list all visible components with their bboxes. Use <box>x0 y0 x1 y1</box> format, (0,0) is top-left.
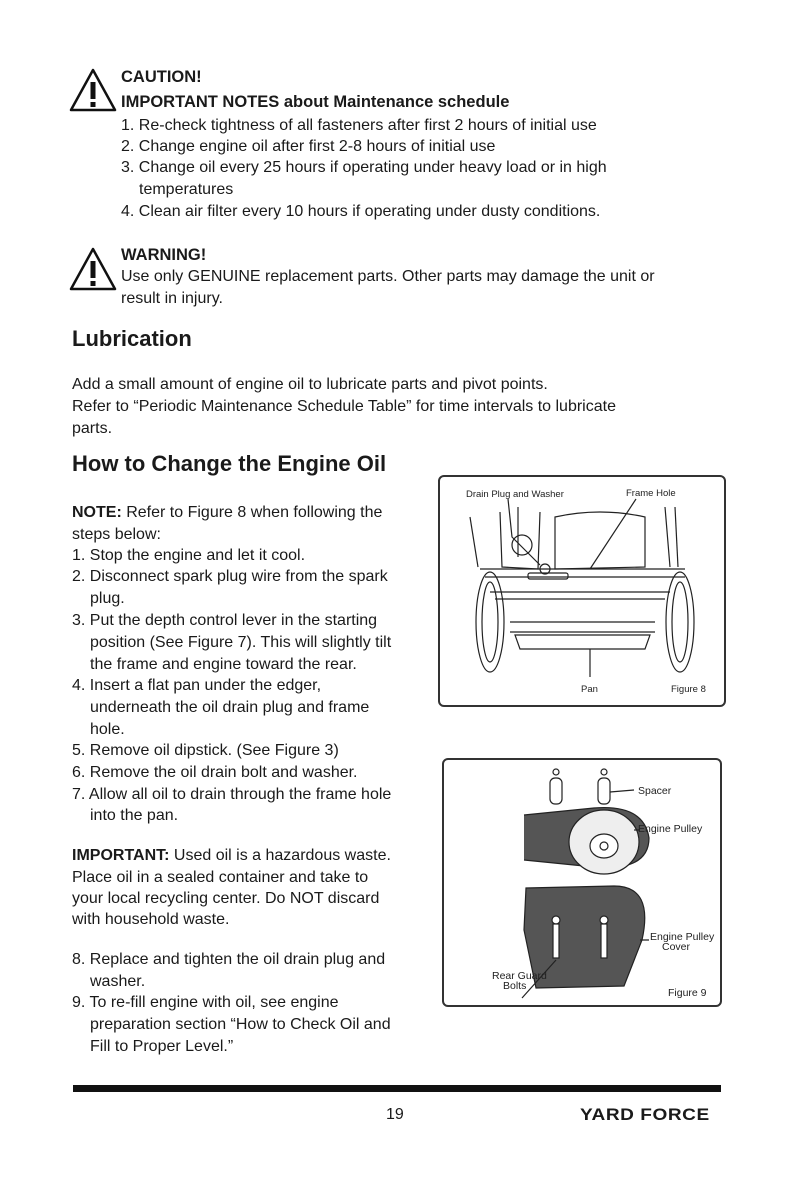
lubrication-line-3: parts. <box>72 420 113 437</box>
figure-8-drawing <box>469 498 695 677</box>
lubrication-line-1: Add a small amount of engine oil to lubr… <box>72 376 548 393</box>
step-line: plug. <box>90 590 125 607</box>
important-text: Used oil is a hazardous waste. <box>169 847 391 864</box>
step-line: 8. Replace and tighten the oil drain plu… <box>72 951 386 968</box>
figure-8-drain-label: Drain Plug and Washer <box>466 489 564 500</box>
figure-8-frame-hole-label: Frame Hole <box>626 488 676 499</box>
brand-logo: YARD FORCE <box>580 1105 710 1124</box>
step-line: 7. Allow all oil to drain through the fr… <box>72 786 392 803</box>
step-line: 3. Put the depth control lever in the st… <box>72 612 378 629</box>
important-label: IMPORTANT: <box>72 847 170 864</box>
figure-9-pulley-label: Engine Pulley <box>638 823 703 835</box>
warning-icon <box>69 247 117 291</box>
important-note: IMPORTANT: Used oil is a hazardous waste… <box>72 846 391 866</box>
figure-9-spacer-label: Spacer <box>638 785 672 797</box>
step-line: the frame and engine toward the rear. <box>90 656 357 673</box>
figure-9-caption: Figure 9 <box>668 987 707 999</box>
step-line: 4. Insert a flat pan under the edger, <box>72 677 322 694</box>
step-line: into the pan. <box>90 807 179 824</box>
warning-line-1: Use only GENUINE replacement parts. Othe… <box>121 268 655 285</box>
step-line: preparation section “How to Check Oil an… <box>90 1016 391 1033</box>
important-line: with household waste. <box>72 911 230 928</box>
figure-9-cover-label-1: Engine Pulley <box>650 931 715 943</box>
caution-item-4: 4. Clean air filter every 10 hours if op… <box>121 203 601 220</box>
step-line: Fill to Proper Level.” <box>90 1038 234 1055</box>
caution-subheading: IMPORTANT NOTES about Maintenance schedu… <box>121 93 510 111</box>
figure-9-drawing <box>521 768 650 999</box>
important-line: Place oil in a sealed container and take… <box>72 869 369 886</box>
caution-heading: CAUTION! <box>121 68 202 86</box>
oil-change-note: NOTE: Refer to Figure 8 when following t… <box>72 503 382 523</box>
caution-item-2: 2. Change engine oil after first 2-8 hou… <box>121 138 496 155</box>
figure-8-caption: Figure 8 <box>671 684 706 695</box>
figure-9: Spacer Engine Pulley Engine Pulley Cover… <box>442 758 722 1007</box>
warning-line-2: result in injury. <box>121 290 223 307</box>
figure-9-cover-label-2: Cover <box>662 941 691 953</box>
note-text: Refer to Figure 8 when following the <box>121 504 383 521</box>
step-line: 6. Remove the oil drain bolt and washer. <box>72 764 358 781</box>
footer-rule <box>73 1085 721 1092</box>
caution-warning-icon <box>69 68 117 112</box>
step-line: position (See Figure 7). This will sligh… <box>90 634 392 651</box>
oil-change-title: How to Change the Engine Oil <box>72 451 387 476</box>
important-line: your local recycling center. Do NOT disc… <box>72 890 380 907</box>
figure-8: Drain Plug and Washer Frame Hole Pan Fig… <box>438 475 726 707</box>
figure-9-bolts-label-1: Rear Guard <box>492 970 547 982</box>
step-line: hole. <box>90 721 125 738</box>
caution-item-3-cont: temperatures <box>139 181 234 198</box>
figure-8-pan-label: Pan <box>581 684 598 695</box>
caution-item-1: 1. Re-check tightness of all fasteners a… <box>121 117 597 134</box>
page-number: 19 <box>386 1106 404 1123</box>
step-line: 5. Remove oil dipstick. (See Figure 3) <box>72 742 339 759</box>
step-line: 2. Disconnect spark plug wire from the s… <box>72 568 388 585</box>
step-line: 9. To re-fill engine with oil, see engin… <box>72 994 339 1011</box>
step-line: underneath the oil drain plug and frame <box>90 699 370 716</box>
note-label: NOTE: <box>72 504 122 521</box>
step-line: 1. Stop the engine and let it cool. <box>72 547 306 564</box>
step-line: steps below: <box>72 526 161 543</box>
warning-heading: WARNING! <box>121 246 207 264</box>
step-line: washer. <box>90 973 146 990</box>
caution-item-3: 3. Change oil every 25 hours if operatin… <box>121 159 607 176</box>
figure-9-bolts-label-2: Bolts <box>503 980 527 992</box>
lubrication-title: Lubrication <box>72 326 192 351</box>
lubrication-line-2: Refer to “Periodic Maintenance Schedule … <box>72 398 616 415</box>
